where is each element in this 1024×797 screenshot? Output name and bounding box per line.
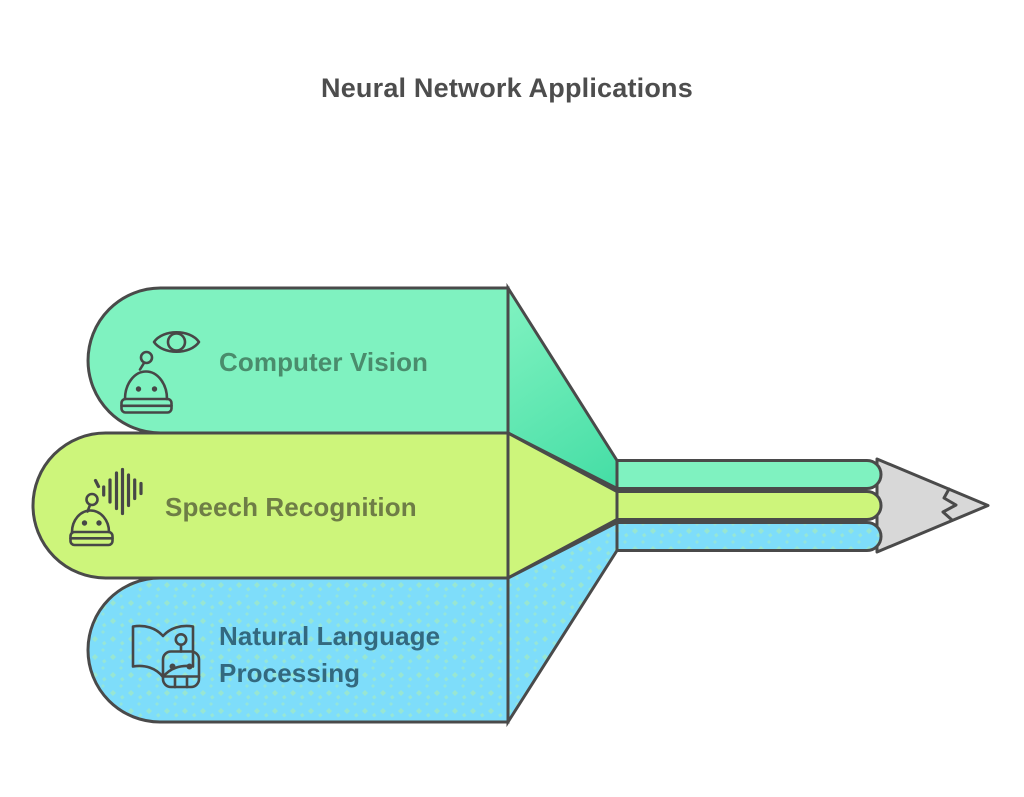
banner-label-speech-recognition: Speech Recognition	[165, 492, 417, 522]
robot-eye-icon	[120, 330, 201, 414]
banner-computer-vision	[86, 286, 510, 435]
pencil-stripe-computer-vision	[615, 459, 883, 490]
pencil-tip	[875, 457, 990, 554]
page-title: Neural Network Applications	[321, 73, 693, 103]
banner-label-natural-language-processing: Natural Language Processing	[219, 618, 440, 692]
eye-icon	[152, 330, 201, 354]
robot-antenna	[139, 350, 154, 365]
pencil-tip-crack	[941, 487, 958, 522]
robot-head	[70, 509, 111, 534]
robot-head	[123, 370, 169, 401]
pencil-stripe-natural-language-processing	[615, 521, 883, 552]
book-icon	[131, 624, 195, 679]
robot-head	[161, 650, 201, 689]
banner-label-computer-vision: Computer Vision	[219, 347, 429, 377]
banner-speech-recognition	[31, 431, 510, 580]
nlp-label-line-1: Natural Language	[219, 621, 441, 651]
pencil-stripe-speech-recognition	[615, 490, 883, 521]
robot-antenna	[85, 492, 99, 507]
eye-pupil	[166, 332, 187, 352]
book-robot-icon	[131, 624, 201, 689]
sound-waves	[93, 467, 143, 516]
nlp-label-line-2: Processing	[219, 658, 361, 688]
robot-soundwave-icon	[69, 467, 143, 547]
